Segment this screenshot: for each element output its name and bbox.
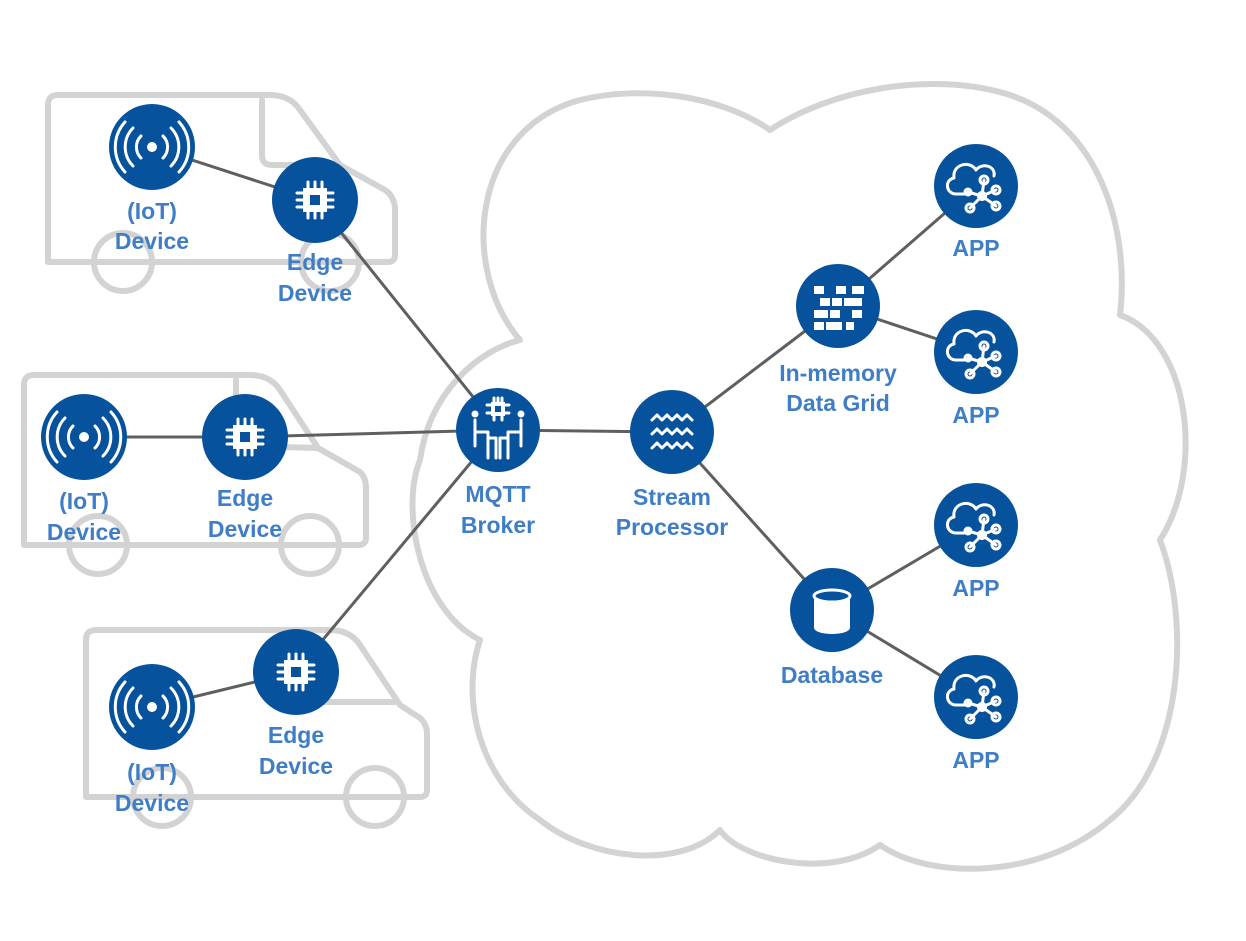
app-node-4: APP: [934, 655, 1018, 773]
data-grid-node: In-memory Data Grid: [779, 264, 897, 416]
cloud-outline: [409, 80, 1189, 872]
edge-device-node-2: Edge Device: [202, 394, 288, 542]
stream-label-line2: Processor: [616, 514, 729, 540]
edge-label-line1: Edge: [217, 485, 273, 511]
database-node: Database: [781, 568, 883, 688]
app-label: APP: [952, 575, 999, 601]
broker-label-line1: MQTT: [465, 481, 530, 507]
grid-icon: [814, 286, 864, 330]
broker-label-line2: Broker: [461, 512, 535, 538]
broker-icon: [471, 396, 525, 460]
iot-device-node-2: (IoT) Device: [41, 394, 127, 545]
edge-device-node-1: Edge Device: [272, 157, 358, 306]
app-node-2: APP: [934, 310, 1018, 428]
iot-label-line1: (IoT): [127, 759, 177, 785]
iot-device-node-3: (IoT) Device: [109, 664, 195, 816]
iot-device-node-1: (IoT) Device: [109, 104, 195, 254]
app-label: APP: [952, 402, 999, 428]
mqtt-broker-node: MQTT Broker: [456, 388, 540, 538]
van-outline-1: [45, 92, 398, 294]
edge-label-line2: Device: [208, 516, 282, 542]
edge-label-line2: Device: [259, 753, 333, 779]
edge-label-line1: Edge: [268, 722, 324, 748]
edge-label-line2: Device: [278, 280, 352, 306]
app-label: APP: [952, 747, 999, 773]
edge-device-node-3: Edge Device: [253, 629, 339, 779]
app-node-1: APP: [934, 144, 1018, 261]
edge-label-line1: Edge: [287, 249, 343, 275]
iot-label-line2: Device: [47, 519, 121, 545]
iot-label-line1: (IoT): [59, 488, 109, 514]
app-label: APP: [952, 235, 999, 261]
iot-label-line2: Device: [115, 790, 189, 816]
link-edge1-broker: [313, 199, 500, 429]
database-label: Database: [781, 662, 883, 688]
stream-processor-node: Stream Processor: [616, 390, 729, 540]
waves-icon: [650, 413, 694, 450]
cylinder-icon: [812, 588, 852, 634]
grid-label-line1: In-memory: [779, 360, 897, 386]
app-node-3: APP: [934, 483, 1018, 601]
grid-label-line2: Data Grid: [786, 390, 890, 416]
link-edge3-broker: [294, 429, 500, 673]
iot-label-line1: (IoT): [127, 198, 177, 224]
stream-label-line1: Stream: [633, 484, 711, 510]
iot-label-line2: Device: [115, 228, 189, 254]
